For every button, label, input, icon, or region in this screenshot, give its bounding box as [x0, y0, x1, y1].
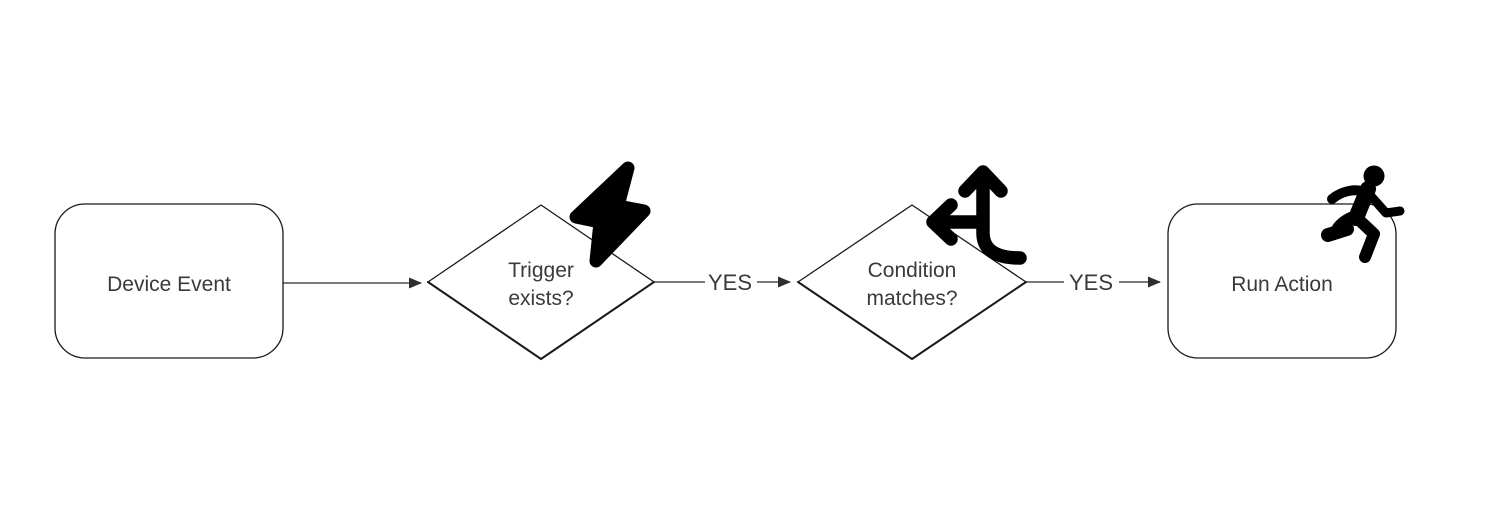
- condition-matches-label-line1: Condition: [868, 259, 957, 282]
- condition-matches-shape: [796, 204, 1028, 360]
- node-run-action: Run Action: [1167, 165, 1405, 359]
- running-person-icon: [1321, 165, 1405, 263]
- run-action-label: Run Action: [1231, 273, 1333, 296]
- device-event-label: Device Event: [107, 273, 231, 296]
- node-trigger-exists: Trigger exists?: [426, 161, 656, 361]
- node-condition-matches: Condition matches?: [796, 165, 1028, 361]
- trigger-exists-shape-lower-edge: [427, 281, 655, 361]
- edge-label-yes: YES: [708, 270, 752, 295]
- lightning-bolt-icon: [569, 161, 651, 268]
- directions-split-icon: [926, 165, 1027, 265]
- trigger-exists-label-line2: exists?: [508, 287, 573, 310]
- condition-matches-shape-lower-edge: [797, 281, 1027, 361]
- device-event-shape: [54, 203, 284, 359]
- trigger-exists-label-line1: Trigger: [508, 259, 574, 282]
- run-action-shape: [1167, 203, 1397, 359]
- condition-matches-label-line2: matches?: [866, 287, 957, 310]
- node-device-event: Device Event: [54, 203, 284, 359]
- edge-condition-to-action: YES: [1026, 270, 1161, 295]
- edge-label-yes: YES: [1069, 270, 1113, 295]
- edge-trigger-to-condition: YES: [655, 270, 791, 295]
